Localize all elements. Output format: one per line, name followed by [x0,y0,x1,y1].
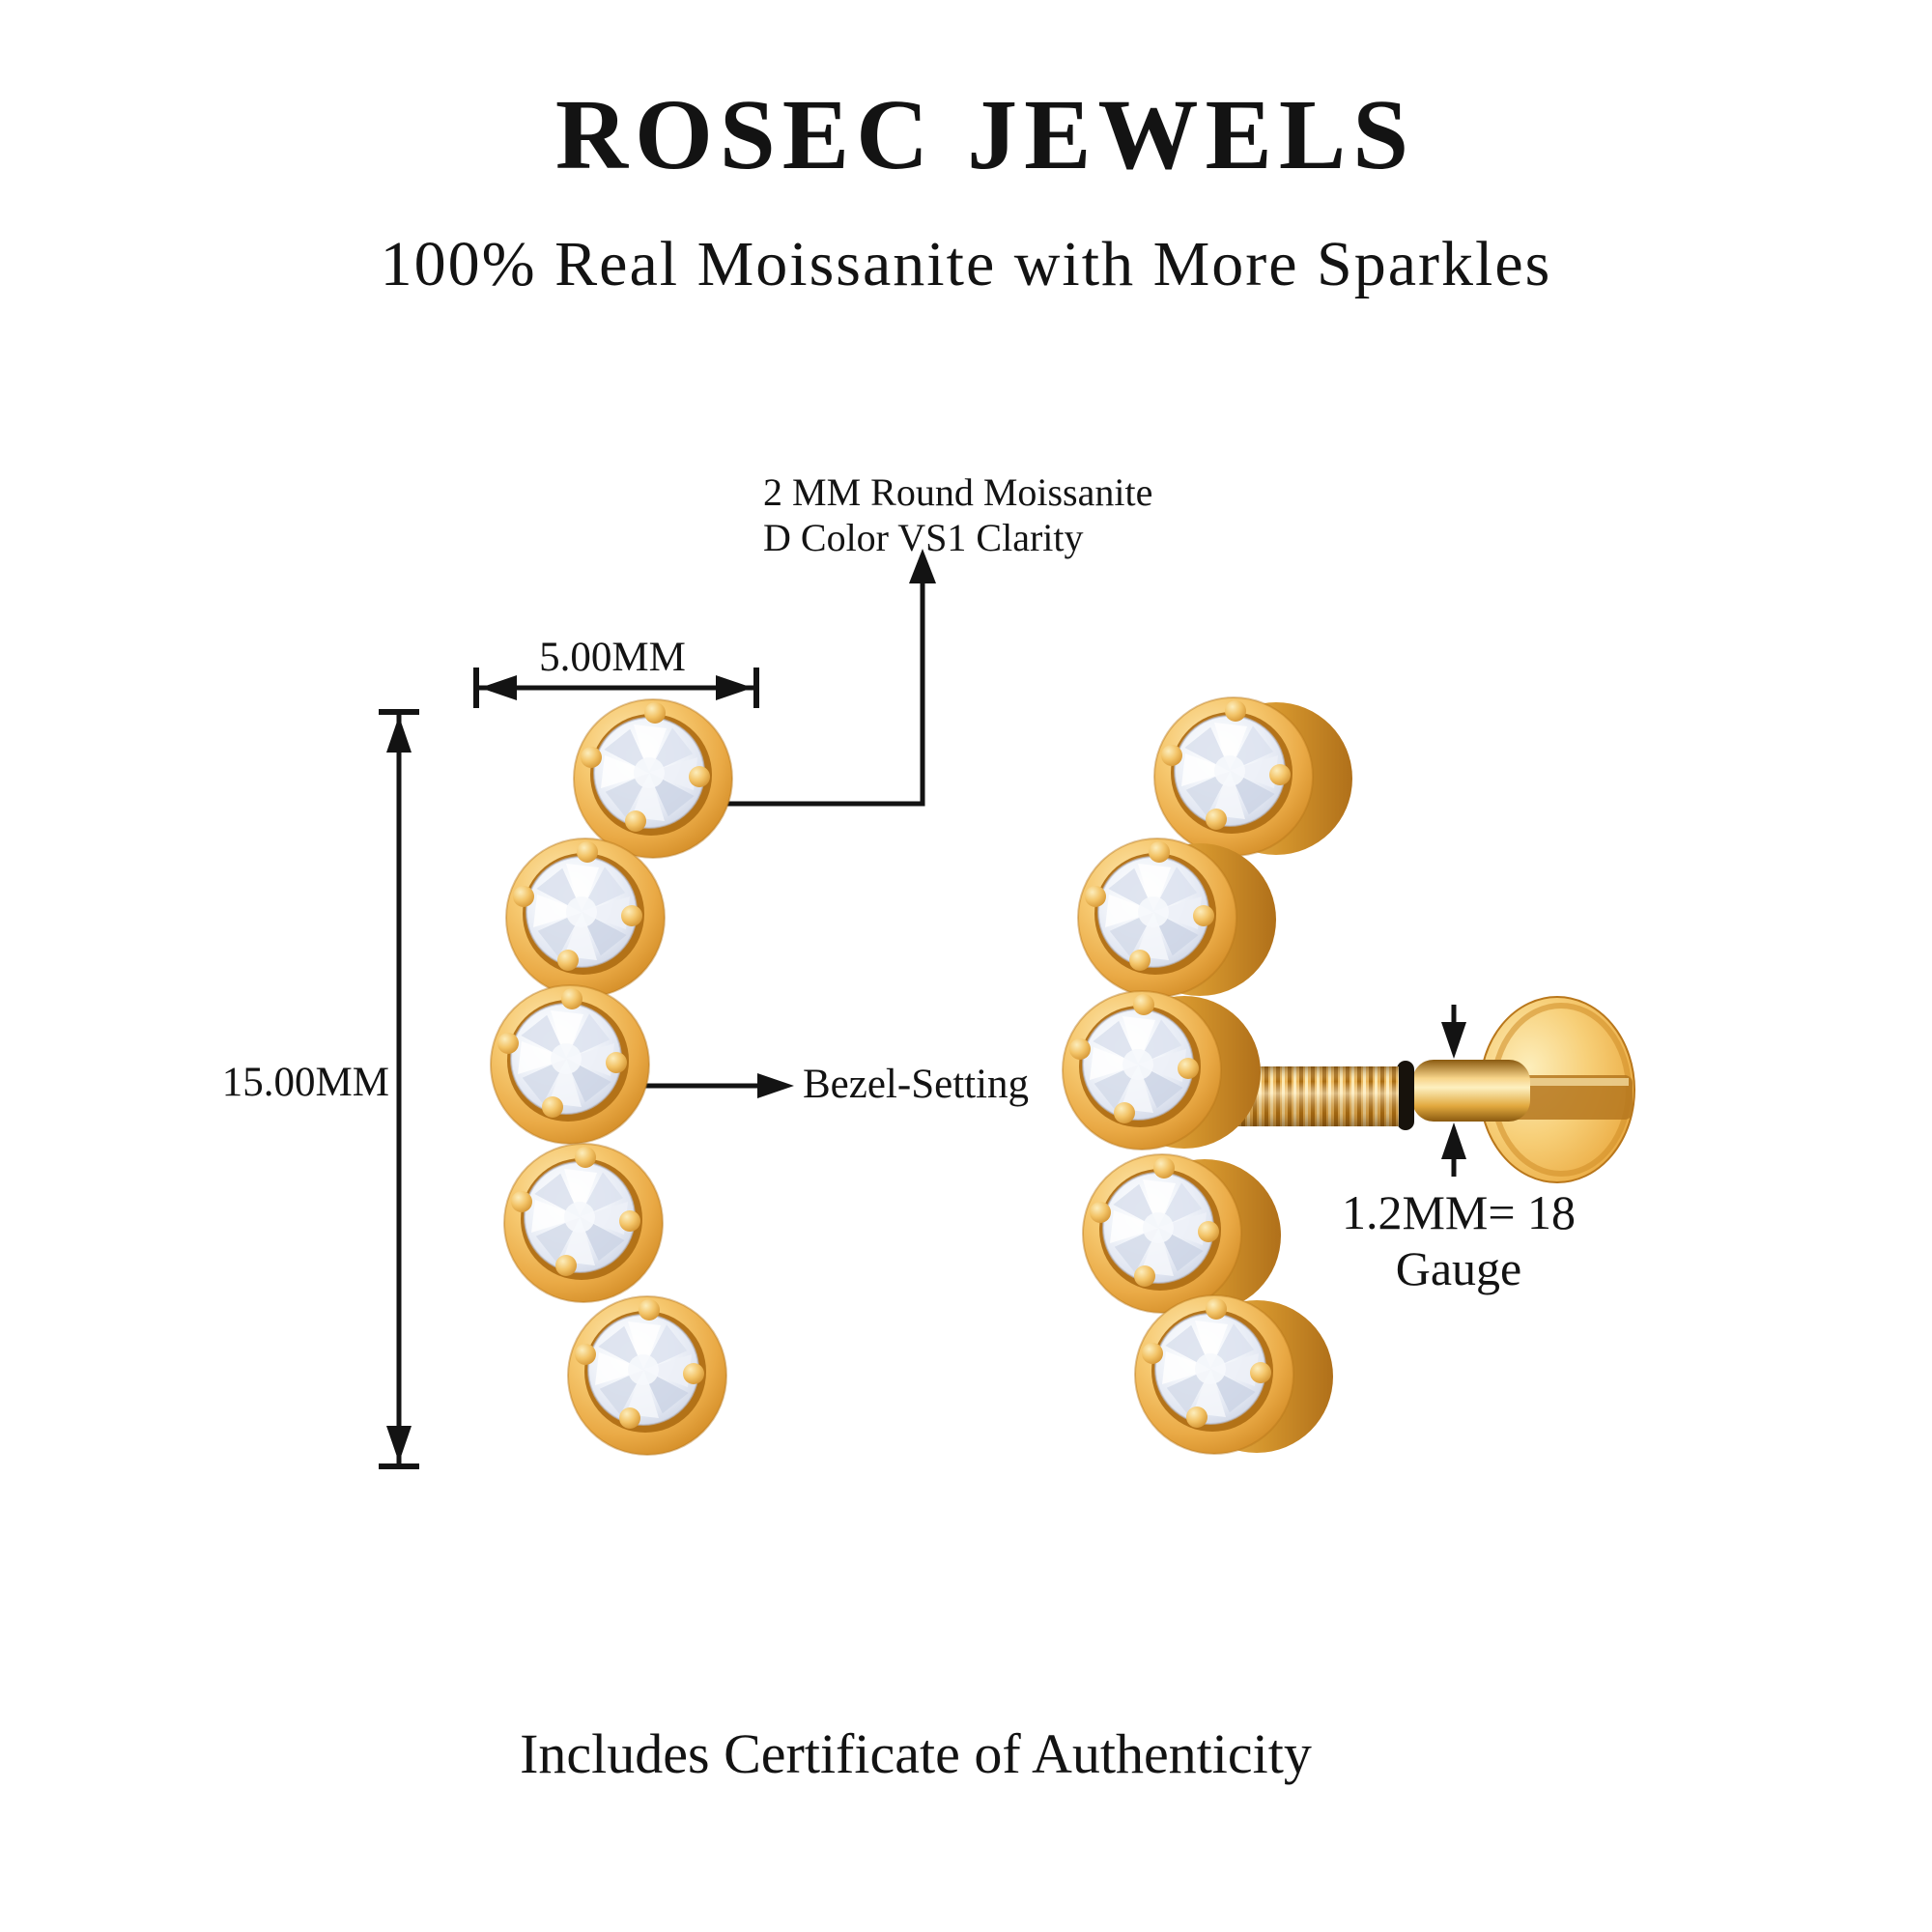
side-stone-5 [1135,1295,1333,1454]
front-stone-1 [574,699,732,858]
side-stone-2 [1078,838,1276,997]
stone-callout: 2 MM Round Moissanite D Color VS1 Clarit… [763,469,1152,560]
threaded-post [1235,996,1635,1183]
stone-callout-connector [703,580,925,807]
front-stone-4 [504,1144,663,1302]
stone-callout-line1: 2 MM Round Moissanite [763,470,1153,514]
front-stone-3 [491,985,649,1144]
post-bar [1412,1060,1530,1122]
side-stone-1 [1154,697,1352,856]
earring-front-view [491,699,732,1455]
bezel-setting-label: Bezel-Setting [803,1062,1030,1107]
side-stone-3 [1063,991,1261,1150]
brand-subtitle: 100% Real Moissanite with More Sparkles [380,229,1552,299]
width-dimension [473,668,759,708]
width-dimension-label: 5.00MM [539,635,686,680]
post-thickness-arrows [1441,1005,1466,1177]
post-threads [1235,1066,1399,1126]
post-gauge-label: 1.2MM= 18 Gauge [1341,1185,1577,1295]
post-o-ring [1397,1061,1414,1130]
front-stone-2 [506,838,665,997]
certificate-note: Includes Certificate of Authenticity [520,1722,1312,1785]
side-stone-4 [1083,1154,1281,1313]
height-dimension [379,709,419,1469]
stone-callout-arrowhead-icon [909,549,936,583]
brand-title: ROSEC JEWELS [554,79,1416,190]
disc-groove [1503,1075,1633,1120]
height-dimension-label: 15.00MM [221,1060,389,1105]
bezel-callout-arrow [630,1073,794,1098]
front-stone-5 [568,1296,726,1455]
